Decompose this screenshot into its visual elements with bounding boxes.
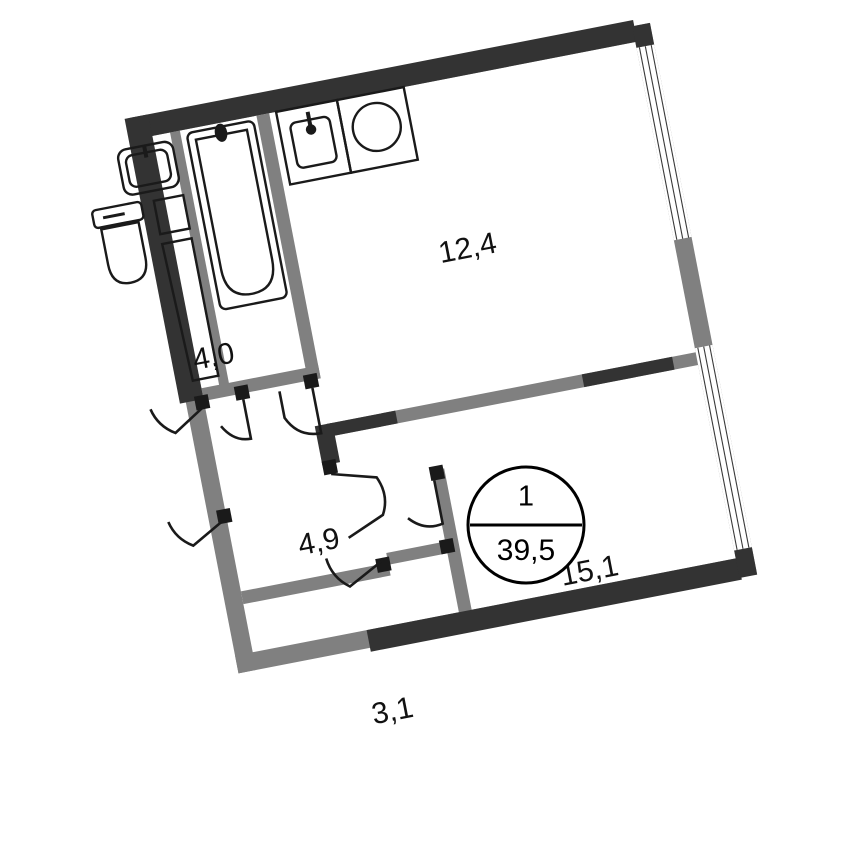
jamb-entry-b: [216, 507, 233, 525]
door-arc-entry-lower: [167, 518, 226, 548]
kitchen-stove-unit: [335, 85, 420, 175]
door-jambs: [193, 372, 456, 573]
toilet-bowl: [99, 220, 148, 285]
closet-icon: [152, 193, 220, 383]
window-upper-line-2: [644, 46, 684, 239]
wall-closet-divider: [170, 130, 230, 386]
wall-partition-seg-left: [326, 410, 398, 437]
window-upper-line-1: [638, 47, 678, 240]
closet-shelf: [160, 236, 220, 383]
washbasin-icon: [116, 140, 180, 196]
jamb-bath-door-b: [233, 384, 251, 401]
window-lower-line-1: [697, 347, 738, 551]
wall-bedsmall-top: [240, 562, 391, 605]
door-arc-bedsmall-lower: [324, 558, 385, 589]
bathtub-basin: [194, 128, 275, 296]
wall-bath-right: [256, 113, 321, 381]
wall-right-jamb-top: [632, 22, 655, 48]
door-arc-entry-upper: [149, 406, 204, 435]
door-arc-closet: [220, 399, 253, 441]
wall-partition-seg-right: [581, 356, 675, 388]
door-arc-bathroom: [278, 387, 323, 436]
room-label-bedroom-small: 3,1: [369, 691, 416, 731]
jamb-hall-door-b: [428, 464, 446, 482]
bathtub-faucet: [214, 123, 228, 142]
stove-hob-circle: [351, 101, 402, 153]
toilet-icon: [91, 200, 148, 285]
jamb-hall-door-a: [321, 458, 339, 476]
wall-top-exterior: [130, 20, 638, 140]
wall-bedsmall-stub: [386, 541, 450, 565]
door-arc-bedroom-main: [331, 472, 387, 539]
room-label-bathroom: 4,0: [190, 337, 237, 377]
bathtub-icon: [186, 120, 288, 311]
badge-rooms-count: 1: [518, 481, 534, 513]
toilet-cistern: [91, 200, 145, 230]
kitchen-drain: [305, 124, 317, 135]
toilet-flush-line: [102, 212, 125, 220]
wall-right-jamb-bottom: [734, 547, 758, 579]
badge-total-area: 39,5: [497, 534, 555, 567]
plan-rotated-group: 12,4 4,0 4,9 15,1 3,1: [91, 20, 758, 731]
jamb-bath-door-a: [302, 372, 320, 390]
fixtures-layer: [91, 85, 420, 383]
wall-bottom-exterior: [366, 557, 742, 652]
apartment-summary-badge: 1 39,5: [466, 465, 586, 585]
window-group-right-upper: [636, 44, 692, 241]
window-lower-line-3: [709, 345, 750, 548]
window-lower-line-2: [703, 346, 744, 549]
window-group-right-lower: [694, 344, 752, 551]
jamb-bedsmall-door-b: [375, 556, 392, 573]
room-label-hallway: 4,9: [295, 522, 342, 562]
washbasin-faucet: [142, 145, 149, 158]
wall-bath-bottom: [201, 365, 321, 401]
door-arc-bedroom-small: [407, 480, 445, 528]
window-upper-line-3: [650, 44, 690, 238]
wall-left-exterior: [124, 114, 204, 404]
closet-box: [152, 193, 192, 236]
door-swings: [149, 387, 445, 589]
kitchen-counter: [274, 85, 420, 186]
jamb-bedsmall-door-a: [438, 538, 456, 555]
jamb-entry-a: [193, 394, 211, 411]
